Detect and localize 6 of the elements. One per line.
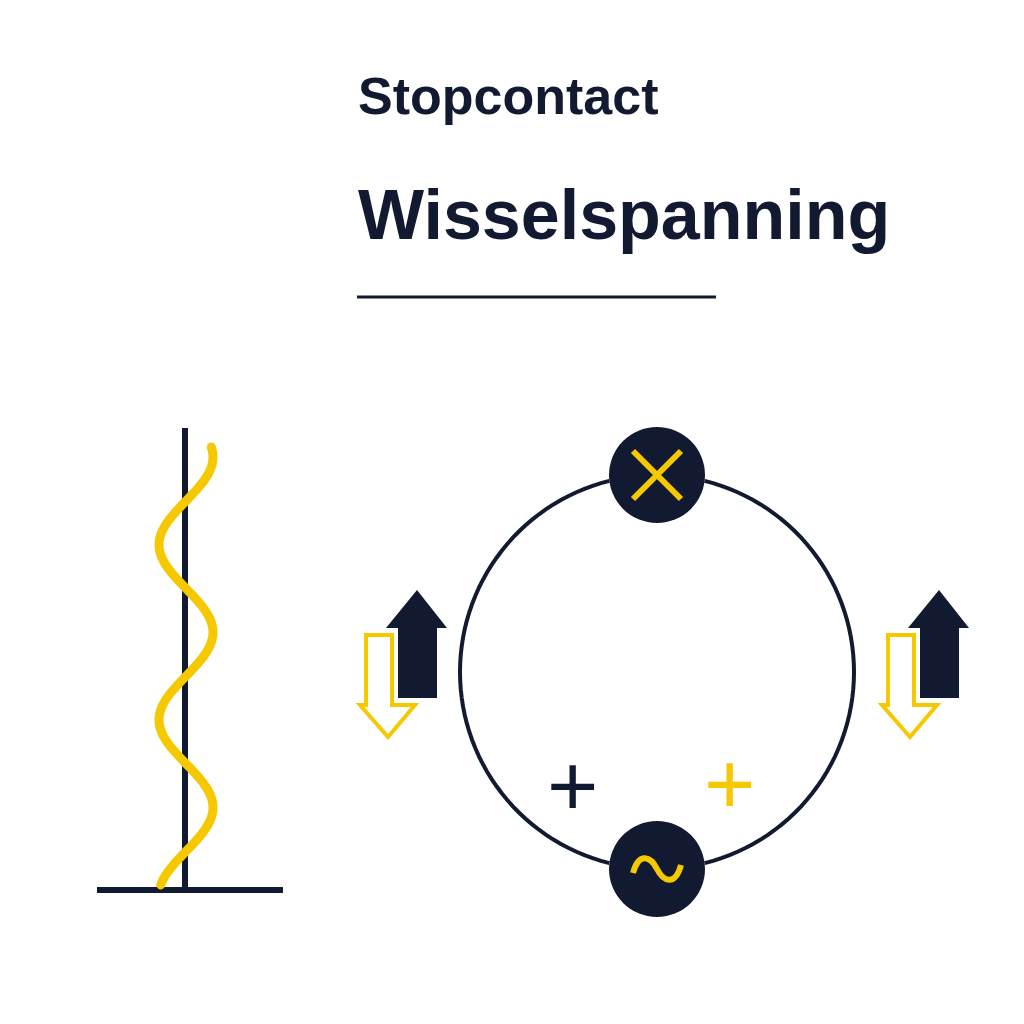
lamp-symbol <box>609 427 705 523</box>
ac-source-symbol <box>609 821 705 917</box>
wire <box>704 478 856 866</box>
plus-sign: + <box>547 742 599 830</box>
plus-sign: + <box>704 740 756 828</box>
wire <box>458 478 610 866</box>
